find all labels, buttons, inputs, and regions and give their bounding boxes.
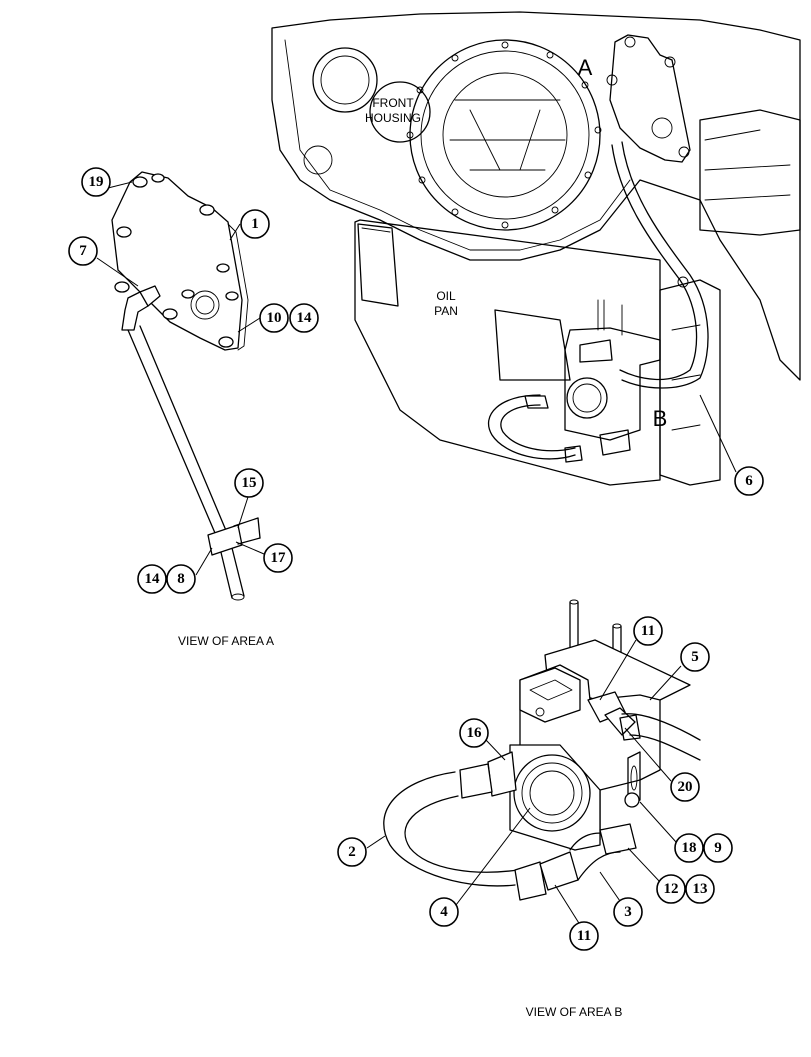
svg-text:19: 19	[89, 174, 104, 190]
callout-19: 19	[81, 167, 111, 197]
callout-11-top: 11	[633, 616, 663, 646]
svg-text:4: 4	[440, 904, 448, 920]
svg-text:18: 18	[682, 840, 697, 856]
svg-text:2: 2	[348, 844, 356, 860]
svg-text:9: 9	[714, 840, 722, 856]
area-a-detail	[111, 171, 261, 601]
svg-text:15: 15	[242, 475, 257, 491]
callout-17: 17	[263, 543, 293, 573]
svg-text:14: 14	[297, 310, 313, 326]
callout-15: 15	[234, 468, 264, 498]
callout-16: 16	[459, 718, 489, 748]
svg-text:20: 20	[678, 779, 693, 795]
svg-text:5: 5	[691, 649, 699, 665]
callout-6: 6	[734, 466, 764, 496]
callout-14-area-a-bottom: 14	[137, 564, 167, 594]
area-b-detail	[383, 599, 701, 901]
svg-text:10: 10	[267, 310, 282, 326]
svg-text:1: 1	[251, 216, 259, 232]
svg-text:8: 8	[177, 571, 185, 587]
view-of-area-a-caption: VIEW OF AREA A	[178, 634, 274, 648]
svg-text:6: 6	[745, 473, 753, 489]
svg-text:16: 16	[467, 725, 483, 741]
callout-14-area-a-top: 14	[289, 303, 319, 333]
callout-3: 3	[613, 897, 643, 927]
front-housing-label-1: FRONT	[372, 96, 414, 110]
callout-4: 4	[429, 897, 459, 927]
front-housing-label-2: HOUSING	[365, 111, 421, 125]
svg-text:11: 11	[641, 623, 655, 639]
oil-pan-label-2: PAN	[434, 304, 458, 318]
leader-lines	[96, 181, 737, 929]
area-a-marker: A	[578, 55, 593, 80]
callout-10: 10	[259, 303, 289, 333]
svg-text:14: 14	[145, 571, 161, 587]
svg-text:13: 13	[693, 881, 708, 897]
callout-8: 8	[166, 564, 196, 594]
callout-9: 9	[703, 833, 733, 863]
svg-text:3: 3	[624, 904, 632, 920]
callout-7: 7	[68, 236, 98, 266]
svg-text:17: 17	[271, 550, 287, 566]
svg-text:11: 11	[577, 928, 591, 944]
callout-11-bottom: 11	[569, 921, 599, 951]
view-of-area-b-caption: VIEW OF AREA B	[526, 1005, 623, 1019]
callout-1: 1	[240, 209, 270, 239]
svg-text:7: 7	[79, 243, 87, 259]
callout-20: 20	[670, 772, 700, 802]
callout-5: 5	[680, 642, 710, 672]
callout-13: 13	[685, 874, 715, 904]
callout-18: 18	[674, 833, 704, 863]
engine-front-view	[271, 11, 801, 486]
svg-text:12: 12	[664, 881, 679, 897]
area-b-marker: B	[653, 406, 668, 431]
callout-12: 12	[656, 874, 686, 904]
callout-2: 2	[337, 837, 367, 867]
oil-pan-label-1: OIL	[436, 289, 456, 303]
